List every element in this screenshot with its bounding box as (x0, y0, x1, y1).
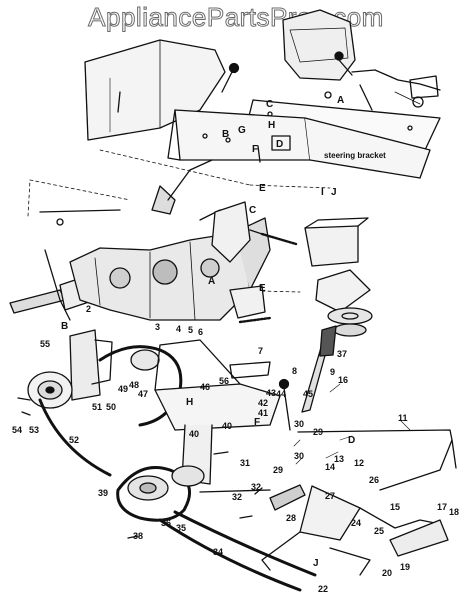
callout-55: 55 (40, 339, 51, 349)
callout-32-b: 32 (251, 482, 262, 492)
callout-9: 9 (330, 367, 336, 377)
callout-50: 50 (106, 402, 117, 412)
callout-37: 37 (337, 349, 348, 359)
callout-25: 25 (374, 526, 385, 536)
callout-43: 43 (266, 388, 277, 398)
callout-J-top: J (331, 187, 337, 198)
callout-19: 19 (400, 562, 411, 572)
callout-I: I (321, 187, 324, 198)
callout-E-mid: E (259, 283, 266, 294)
callout-4: 4 (176, 324, 182, 334)
callout-47: 47 (138, 389, 149, 399)
callout-13: 13 (334, 454, 345, 464)
callout-D-mid: D (348, 435, 356, 446)
callout-29-upper: 29 (313, 427, 324, 437)
lower-belt-drive (38, 398, 317, 592)
callout-leaders (293, 383, 411, 465)
callout-5: 5 (188, 325, 194, 335)
callout-30-upper: 30 (294, 419, 305, 429)
callout-51: 51 (92, 402, 103, 412)
callout-12: 12 (354, 458, 365, 468)
control-rod (297, 429, 457, 491)
callout-56: 56 (219, 376, 230, 386)
callout-27: 27 (325, 491, 336, 501)
callout-52: 52 (69, 435, 80, 445)
callout-32-a: 32 (232, 492, 243, 502)
callout-F-top: F (252, 144, 259, 155)
callout-14: 14 (325, 462, 336, 472)
hardware-bolts (17, 397, 263, 539)
callout-34: 34 (213, 547, 224, 557)
callout-A-mid: A (208, 276, 216, 287)
callout-54: 54 (12, 425, 23, 435)
callout-26: 26 (369, 475, 380, 485)
callout-24: 24 (351, 518, 362, 528)
callout-16: 16 (338, 375, 349, 385)
callout-30-lower: 30 (294, 451, 305, 461)
callout-7: 7 (258, 346, 264, 356)
callout-45: 45 (303, 389, 314, 399)
callout-H-mid: H (186, 397, 194, 408)
gear-shift-lever (151, 159, 213, 215)
callout-11: 11 (398, 413, 408, 423)
callout-31: 31 (240, 458, 251, 468)
callout-6: 6 (198, 327, 204, 337)
callout-22: 22 (318, 584, 329, 594)
transaxle-bracket (211, 201, 298, 324)
callout-29-lower: 29 (273, 465, 284, 475)
callout-8: 8 (292, 366, 298, 376)
callout-48: 48 (129, 380, 140, 390)
steering-bracket-note: steering bracket (324, 151, 386, 160)
callout-28: 28 (286, 513, 297, 523)
callout-15: 15 (390, 502, 401, 512)
callout-20: 20 (382, 568, 393, 578)
callout-53: 53 (29, 425, 40, 435)
callout-D-top: D (276, 139, 284, 150)
callout-18: 18 (449, 507, 460, 517)
callout-17: 17 (437, 502, 448, 512)
callout-38: 38 (133, 531, 144, 541)
callout-B-top: B (222, 129, 230, 140)
callout-39: 39 (98, 488, 109, 498)
callout-F-mid: F (254, 417, 261, 428)
callout-G: G (238, 125, 246, 136)
callout-40-left: 40 (189, 429, 200, 439)
callout-46: 46 (200, 382, 211, 392)
callout-E-top: E (259, 183, 266, 194)
dash-panel (167, 109, 431, 179)
callout-3: 3 (155, 322, 161, 332)
callout-A-top: A (337, 95, 345, 106)
callout-44: 44 (276, 389, 287, 399)
shift-lever-assembly-top-right (282, 9, 441, 111)
callout-40-right: 40 (222, 421, 233, 431)
clutch-pedal-assembly (261, 485, 449, 576)
callout-42: 42 (258, 398, 269, 408)
callout-C-top: C (266, 99, 274, 110)
callout-36: 36 (161, 518, 172, 528)
callout-B-left: B (61, 321, 69, 332)
callout-41: 41 (258, 408, 269, 418)
callout-35: 35 (176, 523, 187, 533)
idler-bracket (304, 217, 373, 337)
callout-C-mid: C (249, 205, 257, 216)
control-lever (278, 325, 337, 431)
callout-H-top: H (268, 120, 276, 131)
fender-cover-left (84, 39, 240, 141)
callout-49: 49 (118, 384, 129, 394)
callout-J-bottom: J (313, 558, 319, 569)
callout-2: 2 (86, 304, 92, 314)
